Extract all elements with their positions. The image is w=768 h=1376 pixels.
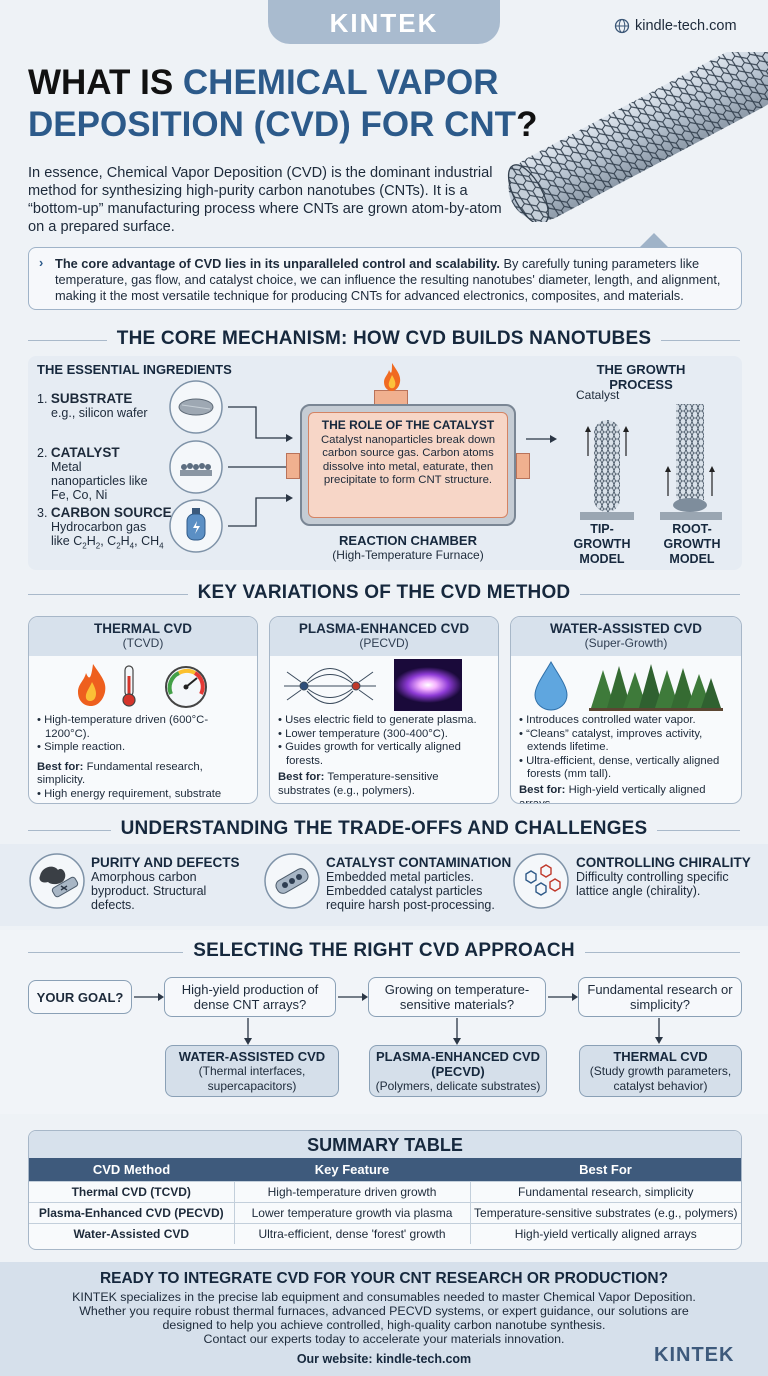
variations-title: KEY VARIATIONS OF THE CVD METHOD bbox=[0, 582, 768, 604]
arrow-to-growth bbox=[526, 435, 557, 443]
tradeoff-chirality: CONTROLLING CHIRALITY Difficulty control… bbox=[576, 855, 751, 899]
result-plasma-enhanced: PLASMA-ENHANCED CVD (PECVD)(Polymers, de… bbox=[369, 1045, 547, 1097]
summary-table-card: SUMMARY TABLE CVD Method Key Feature Bes… bbox=[28, 1130, 742, 1250]
col-best-for: Best For bbox=[470, 1158, 741, 1182]
forest-icon bbox=[591, 664, 721, 708]
water-forest-icons bbox=[534, 660, 723, 711]
decision-arrows bbox=[134, 993, 578, 1045]
title-line2a: DEPOSITION (CVD) FOR CNT bbox=[28, 105, 517, 144]
footer-website-link[interactable]: Our website: kindle-tech.com bbox=[296, 1352, 472, 1366]
logo-tab bbox=[268, 0, 500, 44]
globe-icon bbox=[614, 18, 630, 34]
footer-body: KINTEK specializes in the precise lab eq… bbox=[72, 1290, 696, 1346]
nanotube-illustration bbox=[507, 52, 768, 222]
catalyst-role-box: THE ROLE OF THE CATALYST Catalyst nanopa… bbox=[308, 412, 508, 518]
root-growth-label: ROOT-GROWTH MODEL bbox=[663, 522, 721, 566]
chamber-label: REACTION CHAMBER (High-Temperature Furna… bbox=[332, 533, 484, 562]
thermometer-icon bbox=[122, 665, 136, 707]
question-high-yield: High-yield production of dense CNT array… bbox=[164, 977, 336, 1017]
card-water-cvd: WATER-ASSISTED CVD(Super-Growth) Introdu… bbox=[510, 616, 742, 804]
tip-growth-label: TIP-GROWTH MODEL bbox=[573, 522, 631, 566]
ingredient-arrows bbox=[228, 406, 293, 527]
mechanism-title: THE CORE MECHANISM: HOW CVD BUILDS NANOT… bbox=[0, 328, 768, 350]
ingredient-catalyst: 2. CATALYST Metal nanoparticles like Fe,… bbox=[37, 445, 148, 503]
tradeoff-contamination: CATALYST CONTAMINATION Embedded metal pa… bbox=[326, 855, 512, 913]
summary-title: SUMMARY TABLE bbox=[29, 1131, 741, 1158]
nanoparticle-icon bbox=[181, 464, 187, 470]
tradeoff-purity: PURITY AND DEFECTS Amorphous carbon bypr… bbox=[91, 855, 240, 913]
catalyst-label: Catalyst bbox=[576, 388, 620, 402]
question-temp-sensitive: Growing on temperature-sensitive materia… bbox=[368, 977, 546, 1017]
website-link[interactable]: kindle-tech.com bbox=[614, 18, 737, 34]
intro-paragraph: In essence, Chemical Vapor Deposition (C… bbox=[28, 165, 502, 235]
summary-table: CVD Method Key Feature Best For Thermal … bbox=[29, 1158, 741, 1244]
question-fundamental: Fundamental research or simplicity? bbox=[578, 977, 742, 1017]
flame-icon bbox=[384, 363, 401, 391]
footer-kintek-logo: KINTEK bbox=[654, 1344, 735, 1366]
defect-icon bbox=[29, 853, 85, 909]
plasma-icons bbox=[284, 659, 462, 711]
root-catalyst bbox=[673, 498, 707, 512]
card-thermal-cvd: THERMAL CVD(TCVD) High-temperature drive… bbox=[28, 616, 258, 804]
ingredient-icons bbox=[169, 380, 223, 553]
decision-arrow-3 bbox=[655, 1018, 663, 1044]
col-feature: Key Feature bbox=[234, 1158, 470, 1182]
footer-title: READY TO INTEGRATE CVD FOR YOUR CNT RESE… bbox=[99, 1270, 669, 1287]
chamber-port-left bbox=[286, 453, 300, 479]
ingredient-substrate: 1. SUBSTRATE e.g., silicon wafer bbox=[37, 391, 148, 421]
table-row: Thermal CVD (TCVD)High-temperature drive… bbox=[29, 1181, 741, 1203]
ingredients-title: THE ESSENTIAL INGREDIENTS bbox=[37, 362, 232, 377]
table-row: Plasma-Enhanced CVD (PECVD)Lower tempera… bbox=[29, 1202, 741, 1224]
tradeoffs-title: UNDERSTANDING THE TRADE-OFFS AND CHALLEN… bbox=[0, 818, 768, 840]
result-water-assisted: WATER-ASSISTED CVD(Thermal interfaces, s… bbox=[165, 1045, 339, 1097]
title-part2: CHEMICAL VAPOR bbox=[182, 63, 499, 102]
growth-title: THE GROWTH PROCESS bbox=[596, 362, 686, 392]
reaction-chamber: THE ROLE OF THE CATALYST Catalyst nanopa… bbox=[300, 404, 516, 526]
footer-band bbox=[0, 1262, 768, 1376]
selecting-title: SELECTING THE RIGHT CVD APPROACH bbox=[0, 940, 768, 962]
card-plasma-cvd: PLASMA-ENHANCED CVD(PECVD) Uses electric… bbox=[269, 616, 499, 804]
fire-icon bbox=[78, 664, 106, 706]
callout-box: › The core advantage of CVD lies in its … bbox=[28, 247, 742, 310]
tradeoffs-panel bbox=[0, 844, 768, 926]
ingredient-carbon-source: 3. CARBON SOURCE Hydrocarbon gas like C2… bbox=[37, 505, 172, 551]
contamination-icon bbox=[264, 853, 320, 909]
page-title: WHAT IS CHEMICAL VAPOR DEPOSITION (CVD) … bbox=[28, 62, 537, 146]
gauge-icon bbox=[165, 666, 207, 708]
kintek-logo: KINTEK bbox=[329, 8, 439, 38]
chevron-right-icon: › bbox=[39, 255, 44, 270]
your-goal-box: YOUR GOAL? bbox=[28, 980, 132, 1014]
catalyst-role-text: Catalyst nanoparticles break down carbon… bbox=[320, 434, 496, 486]
title-part1: WHAT IS bbox=[28, 63, 183, 102]
website-text: kindle-tech.com bbox=[635, 18, 737, 34]
water-drop-icon bbox=[534, 660, 568, 711]
callout-rest: By carefully tuning parameters like temp… bbox=[55, 256, 721, 303]
col-method: CVD Method bbox=[29, 1158, 234, 1182]
electric-field-icon bbox=[284, 668, 376, 704]
growth-models-illustration bbox=[580, 404, 722, 520]
callout-pointer bbox=[640, 233, 668, 247]
catalyst-role-title: THE ROLE OF THE CATALYST bbox=[321, 418, 495, 432]
result-thermal: THERMAL CVD(Study growth parameters, cat… bbox=[579, 1045, 742, 1097]
chamber-port-right bbox=[516, 453, 530, 479]
callout-bold: The core advantage of CVD lies in its un… bbox=[55, 256, 500, 271]
thermal-icons bbox=[78, 664, 207, 708]
chirality-icon bbox=[513, 853, 569, 909]
title-line2b: ? bbox=[516, 105, 538, 144]
